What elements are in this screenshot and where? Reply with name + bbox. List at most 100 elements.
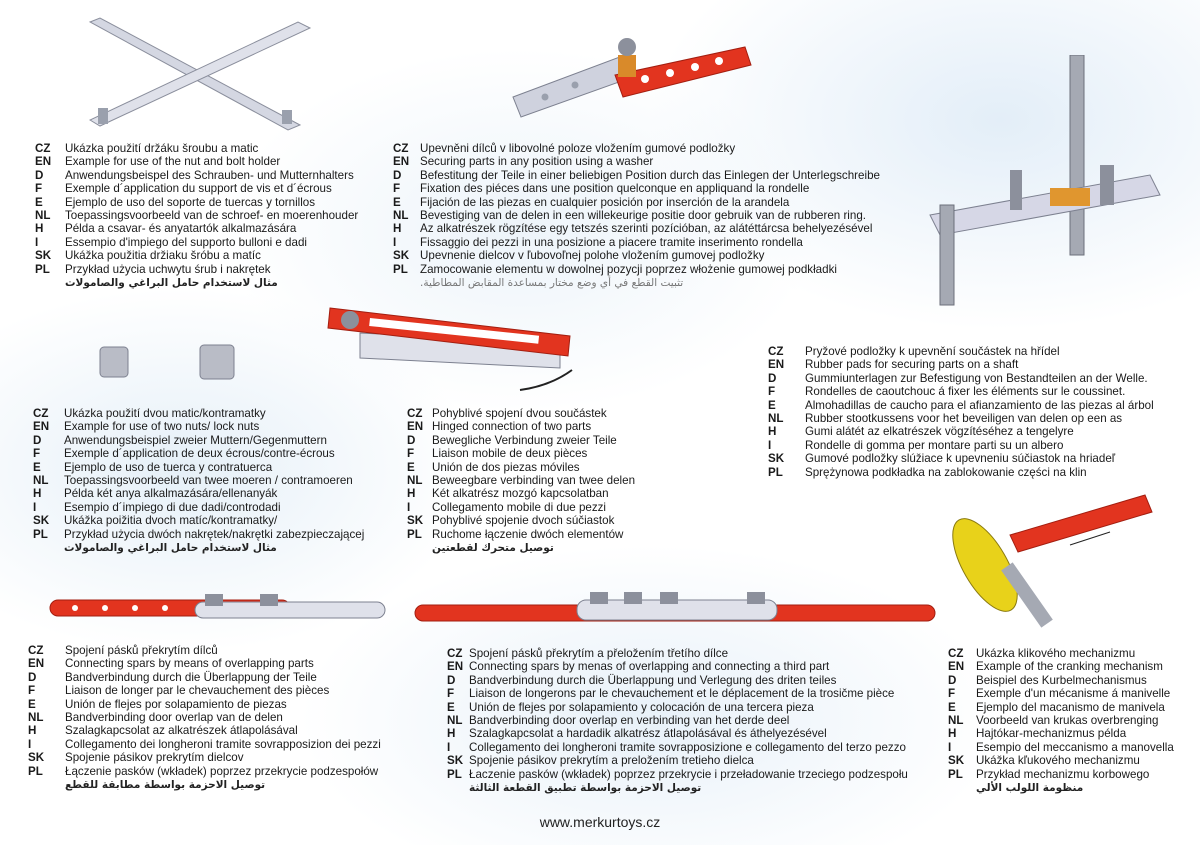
caption-text: Fijación de las piezas en cualquier posi… (420, 195, 790, 209)
caption-text: Connecting spars by means of overlapping… (65, 657, 314, 671)
language-code: EN (768, 358, 785, 372)
caption-text: Anwendungsbeispiel zweier Muttern/Gegenm… (64, 433, 327, 447)
caption-text: Essempio d'impiego del supporto bulloni … (65, 235, 307, 249)
language-code: F (393, 182, 401, 196)
caption-text: Befestitung der Teile in einer beliebige… (420, 168, 880, 182)
language-code: PL (35, 262, 50, 276)
language-code: CZ (447, 647, 463, 660)
language-code: I (33, 500, 37, 514)
caption-text: Ukážka použitia držiaku šróbu a matíc (65, 249, 261, 263)
caption-arabic: توصيل الاحزمة بواسطة مطابقة للقطع (65, 779, 266, 792)
caption-text: Pohyblivé spojenie dvoch súčiastok (432, 514, 615, 528)
language-code: EN (407, 420, 424, 434)
caption-text: Sprężynowa podkładka na zablokowanie czę… (805, 465, 1087, 479)
language-code: EN (33, 420, 50, 434)
caption-text: Przykład użycia uchwytu śrub i nakrętek (65, 262, 271, 276)
caption-text: Bandverbindung durch die Überlappung und… (469, 673, 837, 687)
caption-text: Esempio del meccanismo a manovella (976, 740, 1174, 754)
caption-text: Rubber stootkussens voor het beveiligen … (805, 412, 1123, 426)
caption-text: Bandverbinding door overlap en verbindin… (469, 714, 790, 728)
caption-line-h: H Az alkatrészek rögzítése egy tetszés sz… (393, 222, 880, 235)
language-code: F (407, 447, 415, 461)
caption-text: Pryžové podložky k upevnění součástek na… (805, 345, 1060, 358)
caption-text: Gumové podložky slúžiace k upevneniu súč… (805, 452, 1116, 466)
language-code: I (35, 235, 39, 249)
language-code: SK (948, 754, 965, 768)
language-code: PL (768, 465, 783, 479)
language-code: I (28, 737, 32, 751)
caption-text: Bewegliche Verbindung zweier Teile (432, 433, 617, 447)
caption-text: Fissaggio dei pezzi in una posizione a p… (420, 235, 803, 249)
language-code: D (35, 168, 44, 182)
caption-text: Ejemplo de uso de tuerca y contratuerca (64, 460, 273, 474)
language-code: D (768, 371, 777, 385)
language-code: I (447, 740, 451, 754)
caption-text: Két alkatrész mozgó kapcsolatban (432, 487, 609, 501)
washer-illustration (512, 38, 752, 118)
caption-text: Ejemplo de uso del soporte de tuercas y … (65, 195, 316, 209)
caption-text: Przykład mechanizmu korbowego (976, 767, 1150, 781)
caption-text: Ukázka klikového mechanizmu (976, 647, 1136, 660)
language-code: SK (407, 514, 424, 528)
caption-text: Ukázka použití držáku šroubu a matic (65, 142, 259, 155)
caption-text: Pohyblivé spojení dvou součástek (432, 407, 607, 420)
caption-text: Gummiunterlagen zur Befestigung von Best… (805, 371, 1148, 385)
caption-line-d: D Gummiunterlagen zur Befestigung von Bes… (768, 372, 1154, 385)
language-code: PL (393, 262, 408, 276)
language-code: D (948, 673, 957, 687)
caption-line-pl: PL Przykład użycia uchwytu śrub i nakręte… (35, 263, 358, 276)
caption-text: Łaczenie pasków (wkładek) poprzez przekr… (469, 767, 908, 781)
language-code: SK (33, 514, 50, 528)
language-code: CZ (35, 142, 51, 155)
language-code: NL (407, 474, 423, 488)
caption-text: Hinged connection of two parts (432, 420, 592, 434)
caption-text: Fixation des piéces dans une position qu… (420, 182, 810, 196)
website-url[interactable]: www.merkurtoys.cz (539, 814, 661, 830)
language-code: D (393, 168, 402, 182)
nut-bolt-holder-illustration (88, 17, 312, 131)
caption-text: Gumi alátét az elkatrészek vögzítéséhez … (805, 425, 1074, 439)
language-code: NL (948, 714, 964, 728)
caption-text: Exemple d´application de deux écrous/con… (64, 447, 335, 461)
language-code: D (33, 433, 42, 447)
caption-text: Spojení pásků překrytím dílců (65, 644, 218, 657)
caption-text: Hajtókar-mechanizmus példa (976, 727, 1127, 741)
language-code: EN (948, 660, 965, 674)
language-code: PL (28, 764, 43, 778)
caption-text: Beispiel des Kurbelmechanismus (976, 673, 1147, 687)
language-code: E (948, 700, 956, 714)
language-code: H (393, 222, 402, 236)
caption-text: Az alkatrészek rögzítése egy tetszés sze… (420, 222, 873, 236)
